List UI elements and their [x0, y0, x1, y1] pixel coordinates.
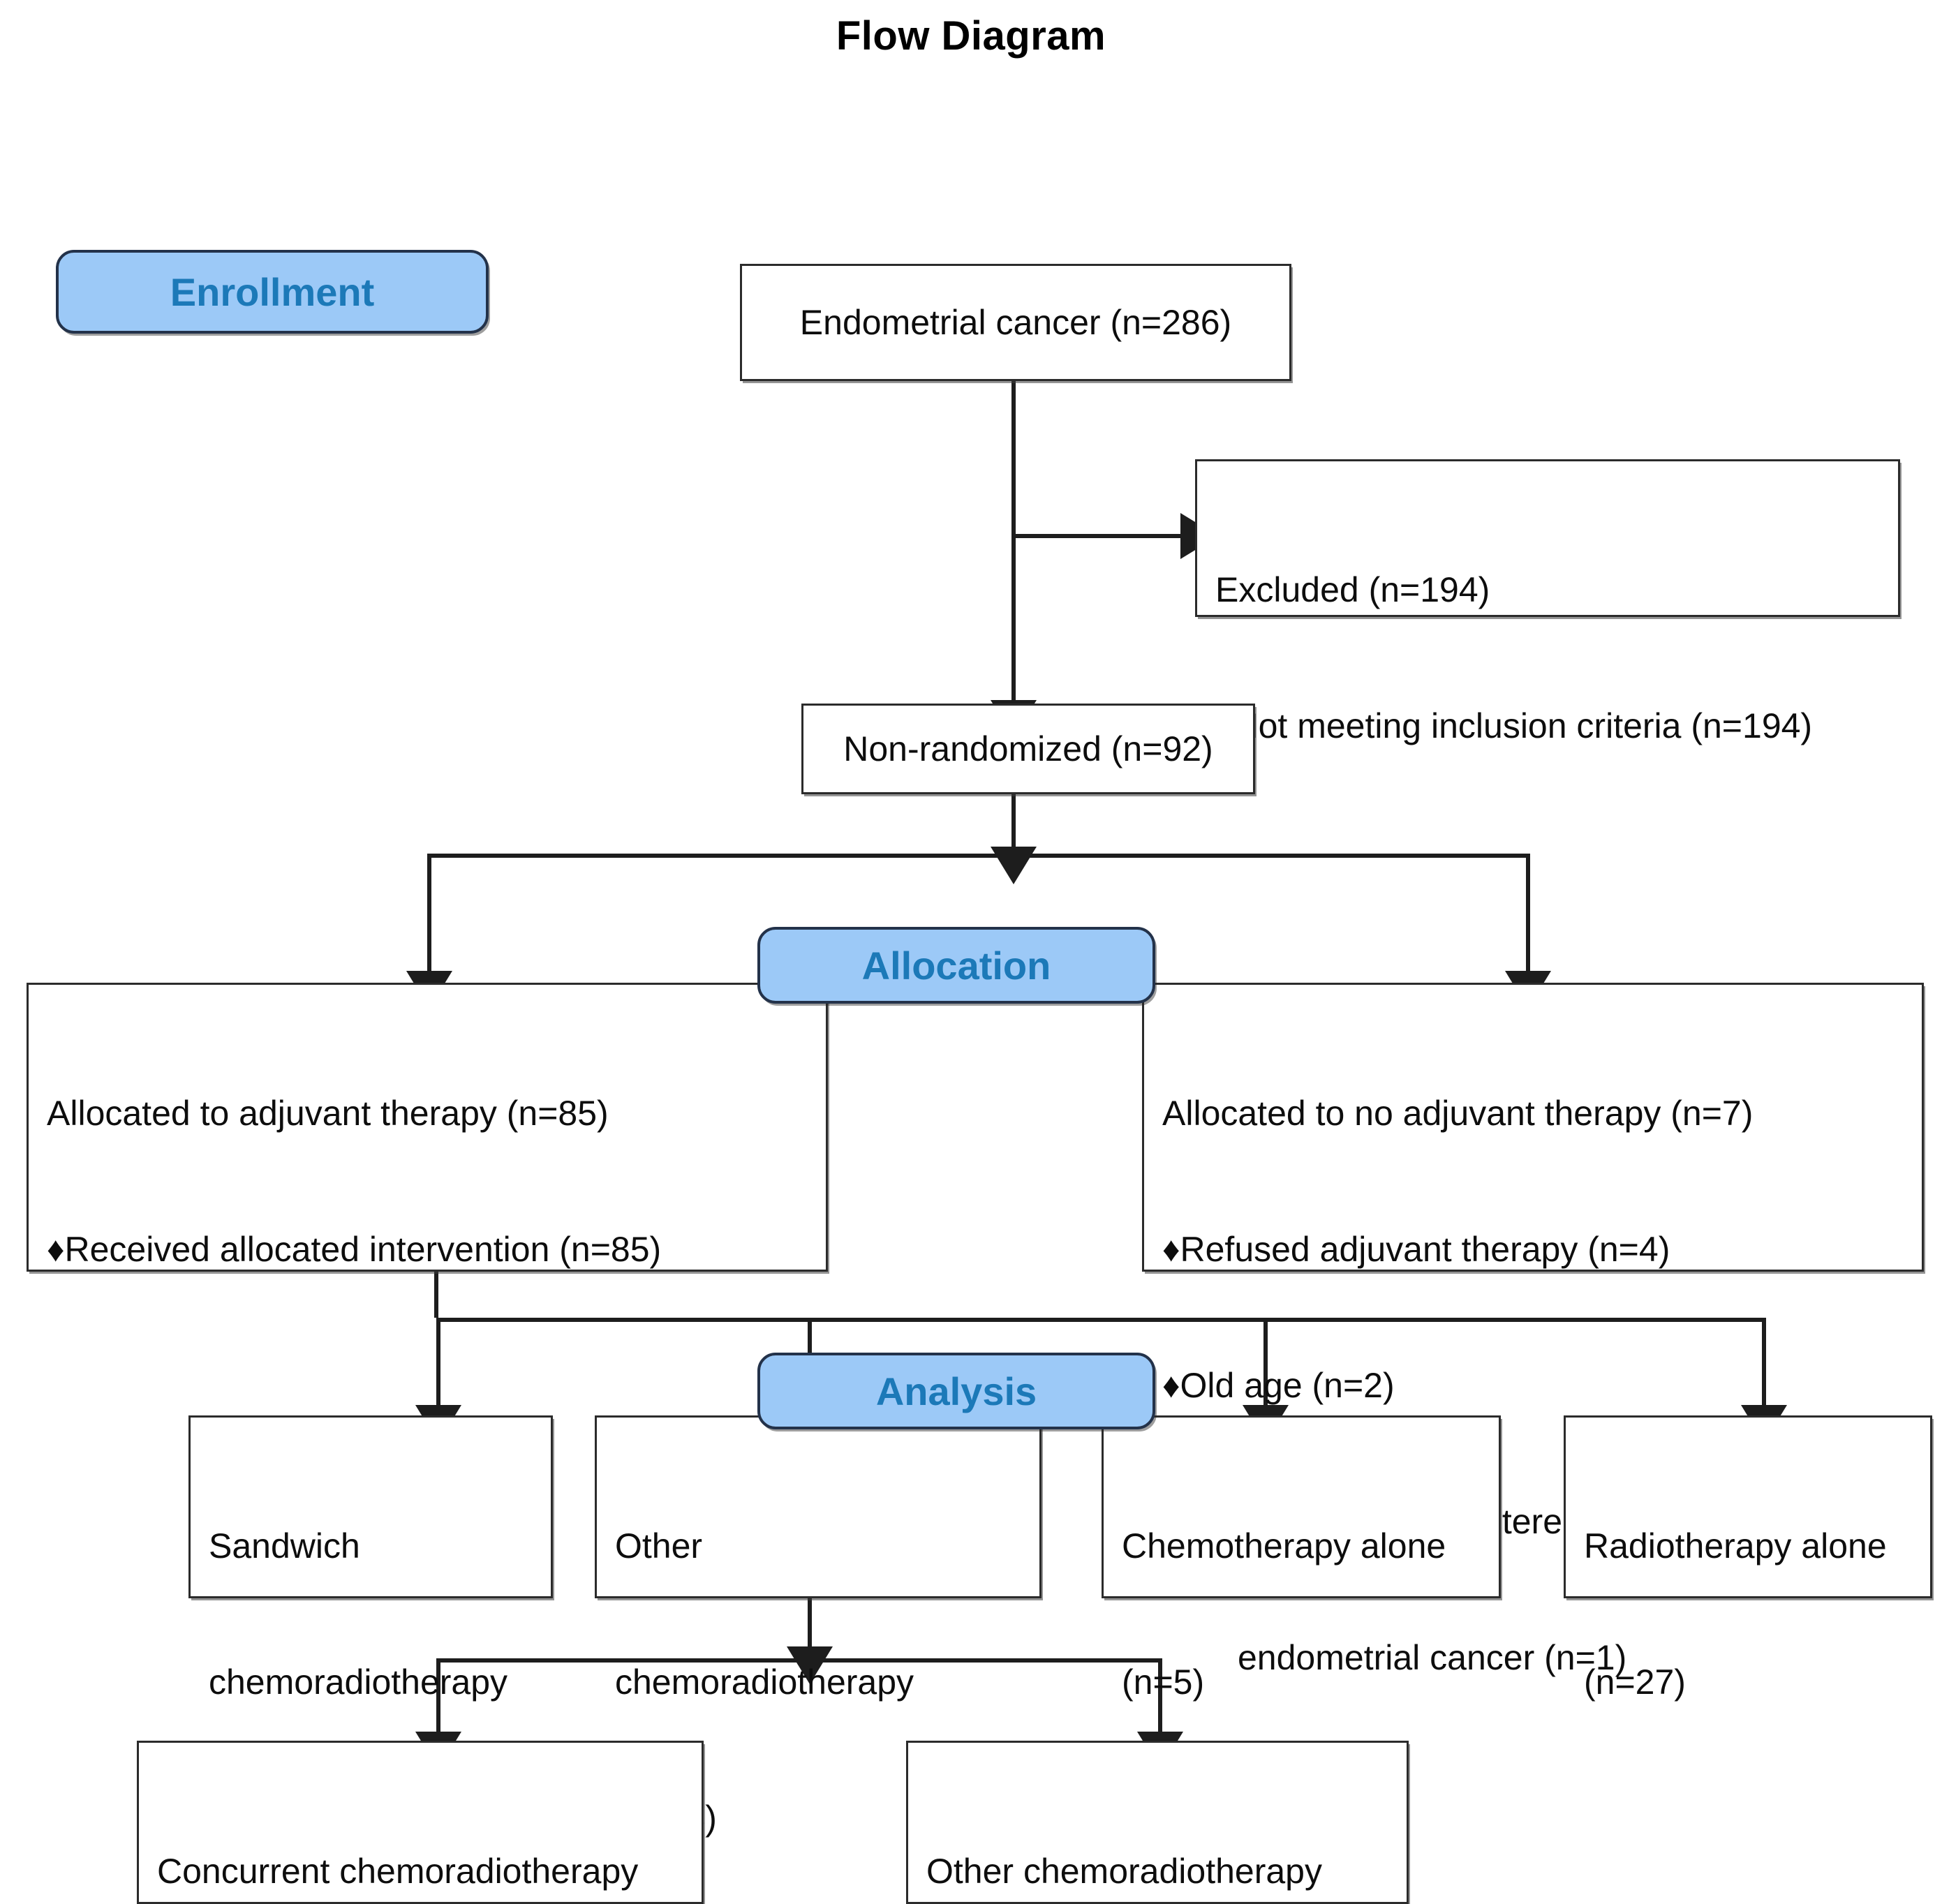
node-line: chemoradiotherapy — [209, 1663, 508, 1702]
node-text: Non-randomized (n=92) — [843, 636, 1213, 863]
node-line: Endometrial cancer (n=286) — [799, 302, 1232, 342]
node-line: Concurrent chemoradiotherapy — [157, 1852, 639, 1891]
node-line: ♦Received allocated intervention (n=85) — [47, 1230, 662, 1269]
node-other-chemoradiotherapy: Other chemoradiotherapy (n=18) — [595, 1415, 1042, 1838]
node-text: Other chemoradiotherapy (n=2) — [926, 1758, 1388, 1904]
stage-label-enrollment: Enrollment — [170, 269, 375, 314]
node-allocated-no-adjuvant-therapy: Allocated to no adjuvant therapy (n=7) ♦… — [1142, 983, 1924, 1677]
node-line: Allocated to no adjuvant therapy (n=7) — [1162, 1094, 1754, 1133]
node-line: endometrial cancer (n=1) — [1238, 1638, 1627, 1677]
node-line: chemoradiotherapy — [615, 1663, 914, 1702]
node-line: Sandwich — [209, 1526, 360, 1565]
node-text: Endometrial cancer (n=286) — [800, 209, 1231, 436]
node-text: Chemotherapy alone (n=5) — [1122, 1433, 1481, 1796]
stage-badge-enrollment: Enrollment — [56, 250, 489, 334]
node-text: Allocated to adjuvant therapy (n=85) ♦Re… — [47, 1000, 808, 1363]
node-radiotherapy-alone: Radiotherapy alone (n=27) — [1564, 1415, 1932, 1702]
node-line: Excluded (n=194) — [1215, 570, 1490, 609]
node-text: Excluded (n=194) ♦Not meeting inclusion … — [1215, 477, 1880, 840]
stage-badge-allocation: Allocation — [757, 927, 1155, 1004]
node-text: Radiotherapy alone (n=27) — [1584, 1433, 1912, 1796]
node-line: (n=5) — [1122, 1663, 1205, 1702]
node-line: Radiotherapy alone — [1584, 1526, 1887, 1565]
node-other-chemoradiotherapy-2: Other chemoradiotherapy (n=2) — [906, 1741, 1409, 1904]
page-title: Flow Diagram — [836, 13, 1106, 59]
node-text: Concurrent chemoradiotherapy (n=16) — [157, 1758, 683, 1904]
node-chemotherapy-alone: Chemotherapy alone (n=5) — [1102, 1415, 1501, 1702]
stage-label-allocation: Allocation — [861, 943, 1051, 988]
node-line: (n=27) — [1584, 1663, 1686, 1702]
node-endometrial-cancer: Endometrial cancer (n=286) — [740, 264, 1291, 381]
stage-label-analysis: Analysis — [875, 1369, 1037, 1413]
node-line: ♦Refused adjuvant therapy (n=4) — [1162, 1230, 1670, 1269]
node-allocated-adjuvant-therapy: Allocated to adjuvant therapy (n=85) ♦Re… — [27, 983, 828, 1272]
node-line: Non-randomized (n=92) — [843, 729, 1213, 768]
node-non-randomized: Non-randomized (n=92) — [801, 704, 1255, 794]
node-line: Chemotherapy alone — [1122, 1526, 1446, 1565]
node-line: Other — [615, 1526, 703, 1565]
node-sandwich-chemoradiotherapy: Sandwich chemoradiotherapy (n=35) — [188, 1415, 553, 1838]
node-line: ♦Old age (n=2) — [1162, 1366, 1395, 1405]
node-excluded: Excluded (n=194) ♦Not meeting inclusion … — [1195, 459, 1900, 745]
stage-badge-analysis: Analysis — [757, 1353, 1155, 1429]
node-line: Allocated to adjuvant therapy (n=85) — [47, 1094, 609, 1133]
node-concurrent-chemoradiotherapy: Concurrent chemoradiotherapy (n=16) — [137, 1741, 704, 1904]
node-line: Other chemoradiotherapy — [926, 1852, 1322, 1891]
node-line: ♦Not meeting inclusion criteria (n=194) — [1215, 706, 1813, 745]
